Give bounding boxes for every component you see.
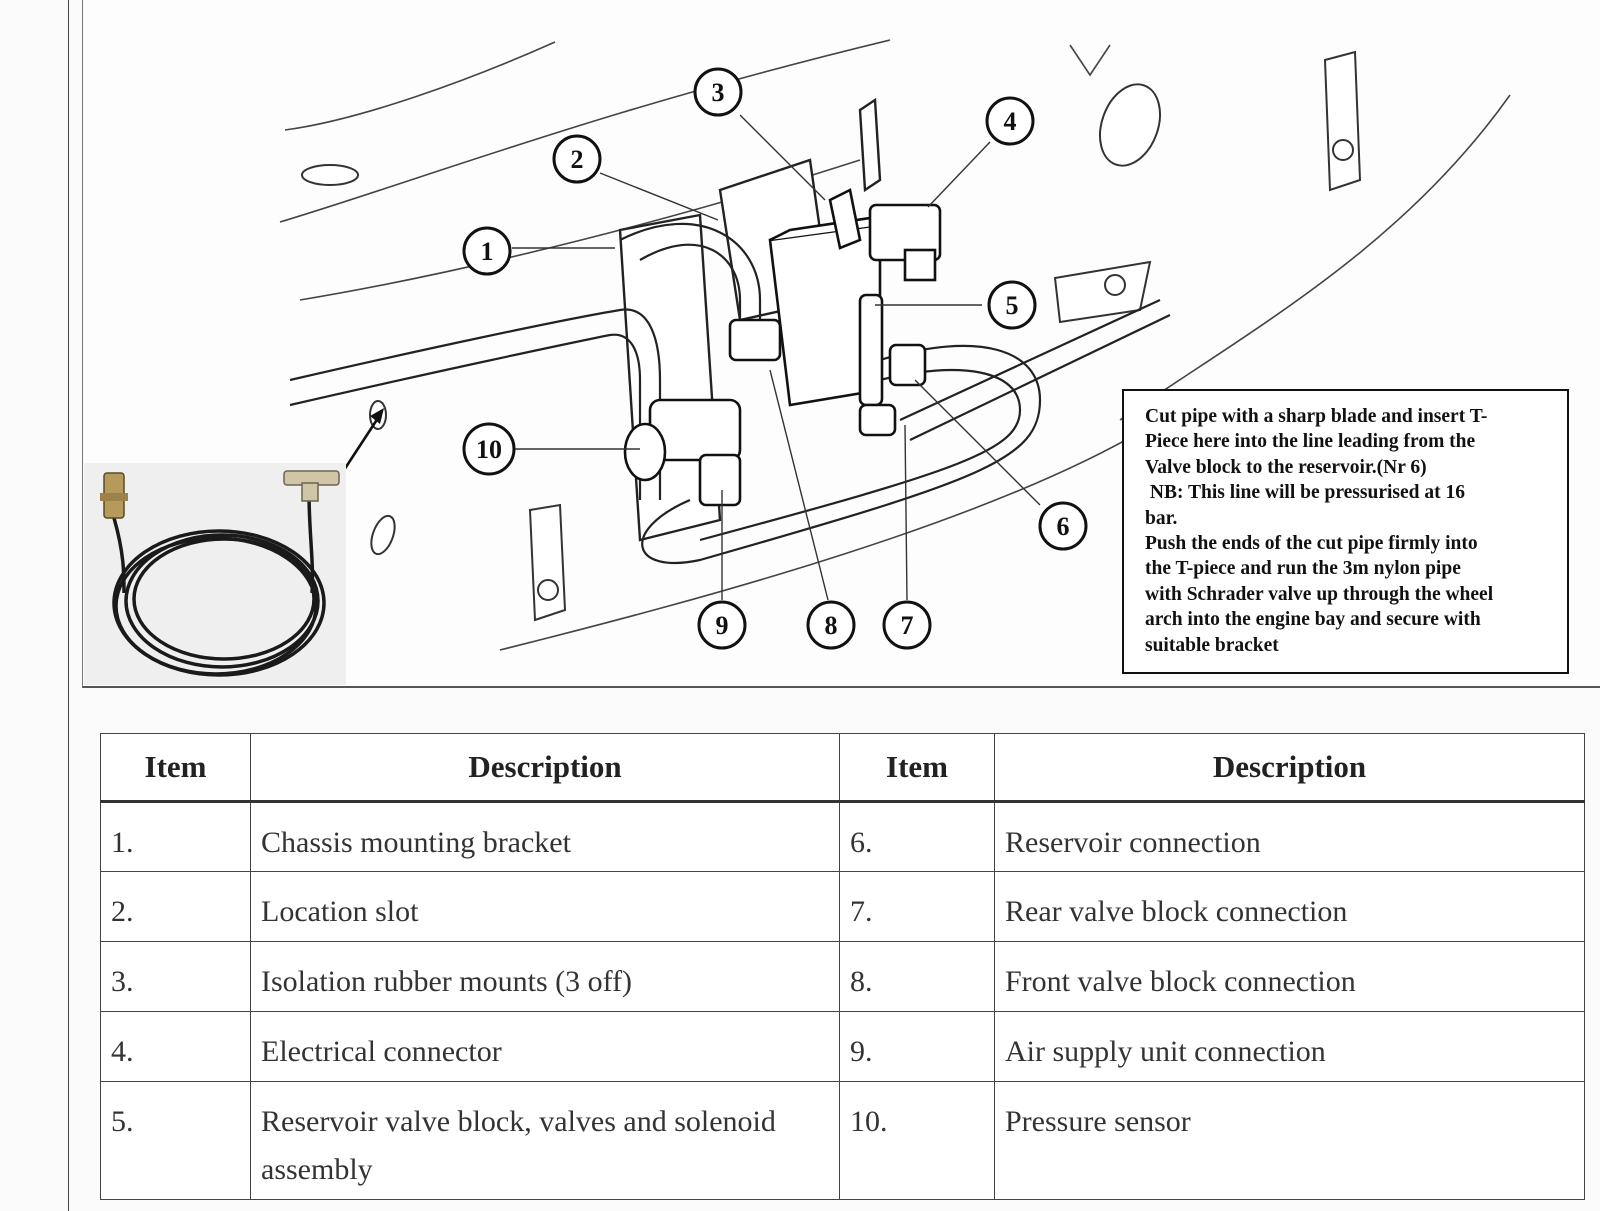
svg-text:8: 8 (825, 611, 838, 640)
note-line: Cut pipe with a sharp blade and insert T… (1145, 406, 1488, 427)
note-line: the T-piece and run the 3m nylon pipe (1145, 558, 1461, 580)
column-header-item: Item (100, 733, 251, 803)
pipes (289, 222, 1171, 565)
svg-text:1: 1 (481, 237, 494, 266)
callout-8: 8 (806, 600, 856, 650)
note-line: bar. (1145, 507, 1178, 529)
table-header-row: Item Description Item Description (100, 733, 1585, 803)
svg-text:6: 6 (1057, 512, 1070, 541)
svg-text:9: 9 (716, 611, 729, 640)
t-piece (283, 470, 340, 502)
callout-6: 6 (1038, 501, 1088, 551)
table-row: 5. Reservoir valve block, valves and sol… (100, 1081, 1585, 1200)
table-row: 3. Isolation rubber mounts (3 off) 8. Fr… (100, 941, 1585, 1012)
table-row: 1. Chassis mounting bracket 6. Reservoir… (100, 801, 1585, 872)
item-number: 6. (839, 801, 995, 872)
note-line: suitable bracket (1145, 634, 1279, 656)
item-number: 5. (100, 1081, 251, 1200)
table-row: 4. Electrical connector 9. Air supply un… (100, 1011, 1585, 1082)
note-line: NB: This line will be pressurised at 16 (1145, 482, 1465, 504)
valve-block-diagram: 1 2 3 4 5 6 7 8 9 10 (279, 39, 1511, 651)
item-number: 4. (100, 1011, 251, 1082)
item-description: Reservoir valve block, valves and soleno… (250, 1081, 840, 1200)
svg-text:7: 7 (901, 611, 914, 640)
item-description: Electrical connector (250, 1011, 840, 1082)
item-description: Air supply unit connection (994, 1011, 1585, 1082)
reservoir-valve-block (623, 188, 942, 507)
t-piece-pipe-photo (84, 463, 346, 685)
note-line: Piece here into the line leading from th… (1145, 431, 1476, 453)
note-line: arch into the engine bay and secure with (1145, 609, 1481, 631)
item-number: 10. (839, 1081, 995, 1200)
item-description: Reservoir connection (994, 801, 1585, 872)
left-margin-rule (68, 0, 69, 1211)
table-row: 2. Location slot 7. Rear valve block con… (100, 871, 1585, 942)
pointer-arrow (342, 408, 384, 471)
leader-lines (512, 114, 1041, 601)
item-description: Pressure sensor (994, 1081, 1585, 1200)
item-description: Front valve block connection (994, 941, 1585, 1012)
column-header-item: Item (839, 733, 995, 803)
items-table: Item Description Item Description 1. Cha… (100, 733, 1585, 1200)
column-header-description: Description (994, 733, 1585, 803)
item-description: Rear valve block connection (994, 871, 1585, 942)
note-line: with Schrader valve up through the wheel (1145, 583, 1494, 605)
callout-10: 10 (462, 422, 516, 476)
callout-5: 5 (987, 280, 1037, 330)
note-line: Push the ends of the cut pipe firmly int… (1145, 533, 1478, 555)
column-header-description: Description (250, 733, 840, 803)
coiled-pipe (112, 492, 326, 677)
item-description: Chassis mounting bracket (250, 801, 840, 872)
callout-4: 4 (985, 96, 1035, 146)
callout-1: 1 (462, 226, 512, 276)
callout-3: 3 (693, 67, 743, 117)
item-number: 9. (839, 1011, 995, 1082)
callout-7: 7 (882, 600, 932, 650)
body-panel-outline (279, 39, 1511, 651)
panel-holes (301, 50, 1362, 622)
svg-text:3: 3 (712, 78, 725, 107)
svg-text:5: 5 (1006, 291, 1019, 320)
callout-9: 9 (697, 600, 747, 650)
item-number: 7. (839, 871, 995, 942)
svg-text:10: 10 (476, 435, 502, 464)
svg-text:2: 2 (571, 145, 584, 174)
item-number: 2. (100, 871, 251, 942)
item-number: 1. (100, 801, 251, 872)
note-line: Valve block to the reservoir.(Nr 6) (1145, 456, 1427, 478)
item-description: Isolation rubber mounts (3 off) (250, 941, 840, 1012)
item-number: 8. (839, 941, 995, 1012)
callout-2: 2 (552, 134, 602, 184)
item-description: Location slot (250, 871, 840, 942)
svg-text:4: 4 (1004, 107, 1017, 136)
item-number: 3. (100, 941, 251, 1012)
installation-note: Cut pipe with a sharp blade and insert T… (1122, 389, 1569, 674)
schrader-valve (100, 472, 128, 519)
